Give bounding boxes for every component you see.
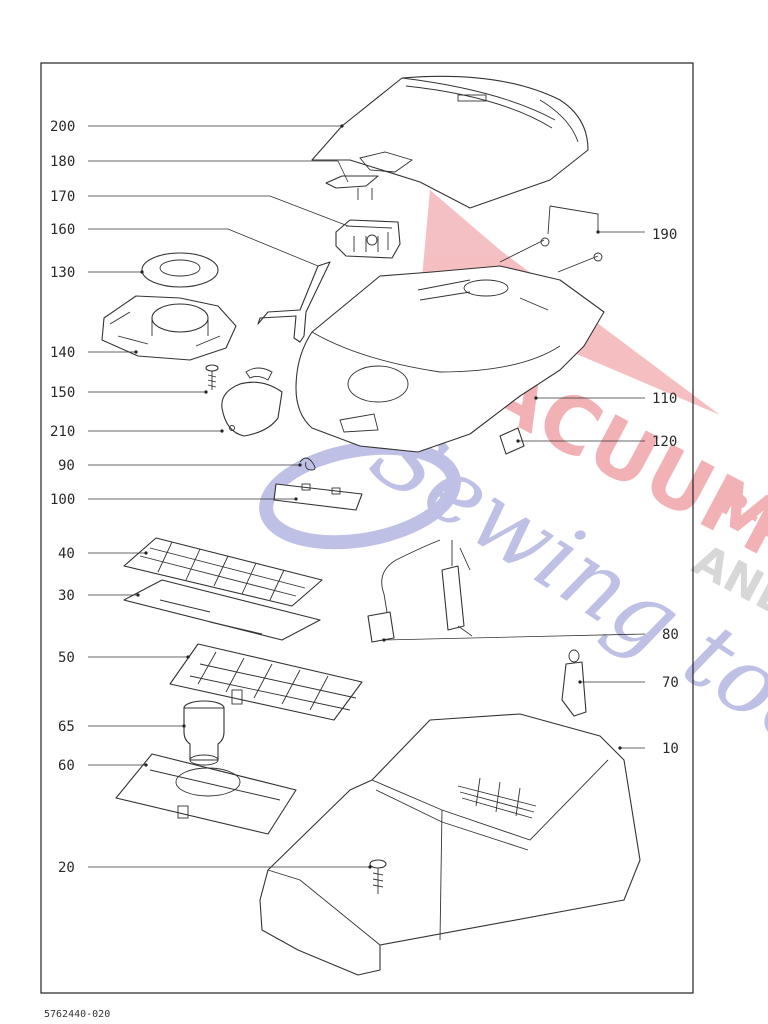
callout-130: 130 — [50, 265, 75, 281]
part-180-switch-plate — [325, 175, 379, 200]
callout-100: 100 — [50, 492, 75, 508]
leader-lines — [88, 124, 646, 869]
part-190-springs — [499, 205, 603, 273]
part-80-cable-assembly — [367, 539, 471, 643]
part-40-filter-grille — [123, 537, 323, 607]
callout-20: 20 — [58, 860, 75, 876]
callout-40: 40 — [58, 546, 75, 562]
part-170-switch-block — [335, 219, 401, 259]
callout-150: 150 — [50, 385, 75, 401]
part-110-motor-housing — [295, 265, 605, 453]
part-90-spring — [299, 457, 316, 471]
part-20-housing-screw — [369, 859, 387, 894]
callout-190: 190 — [652, 227, 677, 243]
part-30-filter-mat — [123, 579, 321, 641]
callout-50: 50 — [58, 650, 75, 666]
part-10-base-housing — [259, 713, 641, 976]
callout-110: 110 — [652, 391, 677, 407]
part-150-screw — [205, 364, 219, 390]
part-210-flap — [221, 367, 283, 437]
watermark-swirl — [259, 440, 461, 550]
diagram-frame — [40, 62, 694, 994]
part-70-latch — [561, 649, 587, 717]
callout-120: 120 — [652, 434, 677, 450]
part-65-coupling — [183, 700, 225, 766]
callout-180: 180 — [50, 154, 75, 170]
callout-65: 65 — [58, 719, 75, 735]
callout-160: 160 — [50, 222, 75, 238]
callout-90: 90 — [58, 458, 75, 474]
callout-30: 30 — [58, 588, 75, 604]
callout-140: 140 — [50, 345, 75, 361]
callout-labels: 200 180 170 160 130 140 150 210 90 100 4… — [50, 119, 679, 876]
callout-170: 170 — [50, 189, 75, 205]
part-140-hose-socket-housing — [101, 295, 237, 361]
part-200-top-cover — [311, 75, 589, 209]
part-120-small-cover — [499, 427, 525, 455]
callout-80: 80 — [662, 627, 679, 643]
part-130-seal-ring — [141, 252, 219, 288]
part-100-trim-strip — [273, 483, 363, 511]
callout-210: 210 — [50, 424, 75, 440]
part-60-filter-cover — [115, 753, 297, 835]
callout-200: 200 — [50, 119, 75, 135]
callout-60: 60 — [58, 758, 75, 774]
part-160-release-lever — [257, 261, 331, 343]
callout-70: 70 — [662, 675, 679, 691]
drawing-number: 5762440-020 — [44, 1009, 110, 1020]
callout-10: 10 — [662, 741, 679, 757]
